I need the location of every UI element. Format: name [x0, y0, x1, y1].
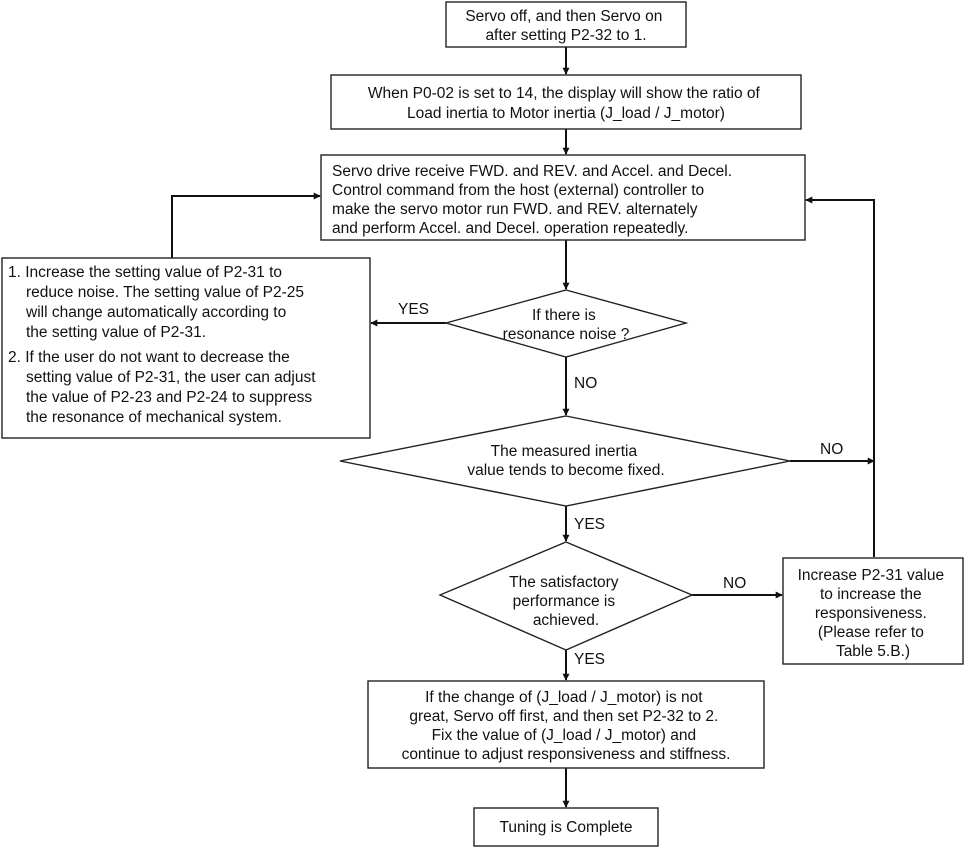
svg-text:Tuning is Complete: Tuning is Complete	[500, 819, 633, 836]
node-resonance-fix-line-6: setting value of P2-31, the user can adj…	[26, 369, 316, 386]
node-increase-p231-line-2: to increase the	[820, 586, 922, 603]
node-command-line-3: make the servo motor run FWD. and REV. a…	[332, 201, 698, 218]
label-performance-yes: YES	[574, 651, 605, 668]
node-fix-value-line-2: great, Servo off first, and then set P2-…	[409, 708, 718, 725]
svg-text:Increase P2-31 value to: Increase P2-31 value to increase the res…	[798, 567, 949, 660]
node-resonance-fix-line-7: the value of P2-23 and P2-24 to suppress	[26, 389, 312, 406]
node-fix-value-line-1: If the change of (J_load / J_motor) is n…	[425, 689, 703, 706]
node-performance-check-line-2: performance is	[513, 593, 616, 610]
node-display: When P0-02 is set to 14, the display wil…	[330, 74, 802, 130]
svg-text:1. Increase the setting value: 1. Increase the setting value of P2-31 t…	[8, 264, 320, 426]
node-increase-p231-line-5: Table 5.B.)	[836, 643, 910, 660]
label-inertia-no: NO	[820, 441, 843, 458]
node-resonance-fix-line-3: will change automatically according to	[25, 304, 286, 321]
node-display-line-1: When P0-02 is set to 14, the display wil…	[368, 85, 761, 102]
node-command-line-2: Control command from the host (external)…	[332, 182, 704, 199]
node-start: Servo off, and then Servo on after setti…	[445, 1, 687, 48]
node-resonance-check-line-1: If there is	[532, 307, 596, 324]
node-fix-value-line-4: continue to adjust responsiveness and st…	[402, 746, 731, 763]
node-complete: Tuning is Complete	[473, 807, 659, 847]
node-start-line-1: Servo off, and then Servo on	[465, 8, 662, 25]
node-command-line-1: Servo drive receive FWD. and REV. and Ac…	[332, 163, 732, 180]
node-increase-p231-line-1: Increase P2-31 value	[798, 567, 944, 584]
node-resonance-fix-line-5: 2. If the user do not want to decrease t…	[8, 349, 290, 366]
label-performance-no: NO	[723, 575, 746, 592]
node-fix-value-line-3: Fix the value of (J_load / J_motor) and	[432, 727, 697, 744]
node-increase-p231-line-3: responsiveness.	[815, 605, 927, 622]
node-resonance-fix-line-4: the setting value of P2-31.	[26, 324, 206, 341]
svg-text:Servo drive receive FWD. and R: Servo drive receive FWD. and REV. and Ac…	[332, 163, 736, 237]
node-display-line-2: Load inertia to Motor inertia (J_load / …	[407, 105, 725, 122]
edge-resonance-fix-back	[171, 192, 321, 258]
connectors	[171, 47, 875, 808]
node-inertia-check-line-1: The measured inertia	[491, 443, 638, 460]
node-resonance-check-line-2: resonance noise ?	[503, 326, 630, 343]
node-increase-p231-line-4: (Please refer to	[818, 624, 924, 641]
node-increase-p231: Increase P2-31 value to increase the res…	[782, 557, 964, 665]
node-performance-check-line-1: The satisfactory	[509, 574, 619, 591]
node-fix-value: If the change of (J_load / J_motor) is n…	[367, 680, 765, 769]
svg-text:The measured inertia val: The measured inertia value tends to beco…	[467, 443, 664, 479]
node-command-line-4: and perform Accel. and Decel. operation …	[332, 220, 688, 237]
node-resonance-fix-line-8: the resonance of mechanical system.	[26, 409, 282, 426]
node-start-line-2: after setting P2-32 to 1.	[485, 27, 646, 44]
edge-loop-back	[805, 196, 875, 557]
node-resonance-fix-line-2: reduce noise. The setting value of P2-25	[26, 284, 304, 301]
label-resonance-yes: YES	[398, 301, 429, 318]
node-command: Servo drive receive FWD. and REV. and Ac…	[320, 154, 806, 241]
node-performance-check: The satisfactory performance is achieved…	[438, 541, 694, 651]
label-resonance-no: NO	[574, 375, 597, 392]
svg-text:If the change of (J_load / J_m: If the change of (J_load / J_motor) is n…	[402, 689, 731, 763]
svg-text:When P0-02 is set to 14, the d: When P0-02 is set to 14, the display wil…	[368, 85, 764, 122]
edge-labels: YES NO NO YES NO YES	[398, 301, 843, 668]
node-inertia-check-line-2: value tends to become fixed.	[467, 462, 664, 479]
node-resonance-fix: 1. Increase the setting value of P2-31 t…	[1, 257, 371, 439]
svg-text:Servo off, and then Servo on: Servo off, and then Servo on after setti…	[465, 8, 666, 44]
node-resonance-fix-line-1: 1. Increase the setting value of P2-31 t…	[8, 264, 282, 281]
node-performance-check-line-3: achieved.	[533, 612, 599, 629]
svg-text:If there is resonance no: If there is resonance noise ?	[503, 307, 630, 343]
svg-text:The satisfactory perform: The satisfactory performance is achieved…	[509, 574, 623, 629]
node-inertia-check: The measured inertia value tends to beco…	[339, 415, 791, 507]
node-resonance-check: If there is resonance noise ?	[443, 289, 689, 358]
label-inertia-yes: YES	[574, 516, 605, 533]
node-complete-line-1: Tuning is Complete	[500, 819, 633, 836]
